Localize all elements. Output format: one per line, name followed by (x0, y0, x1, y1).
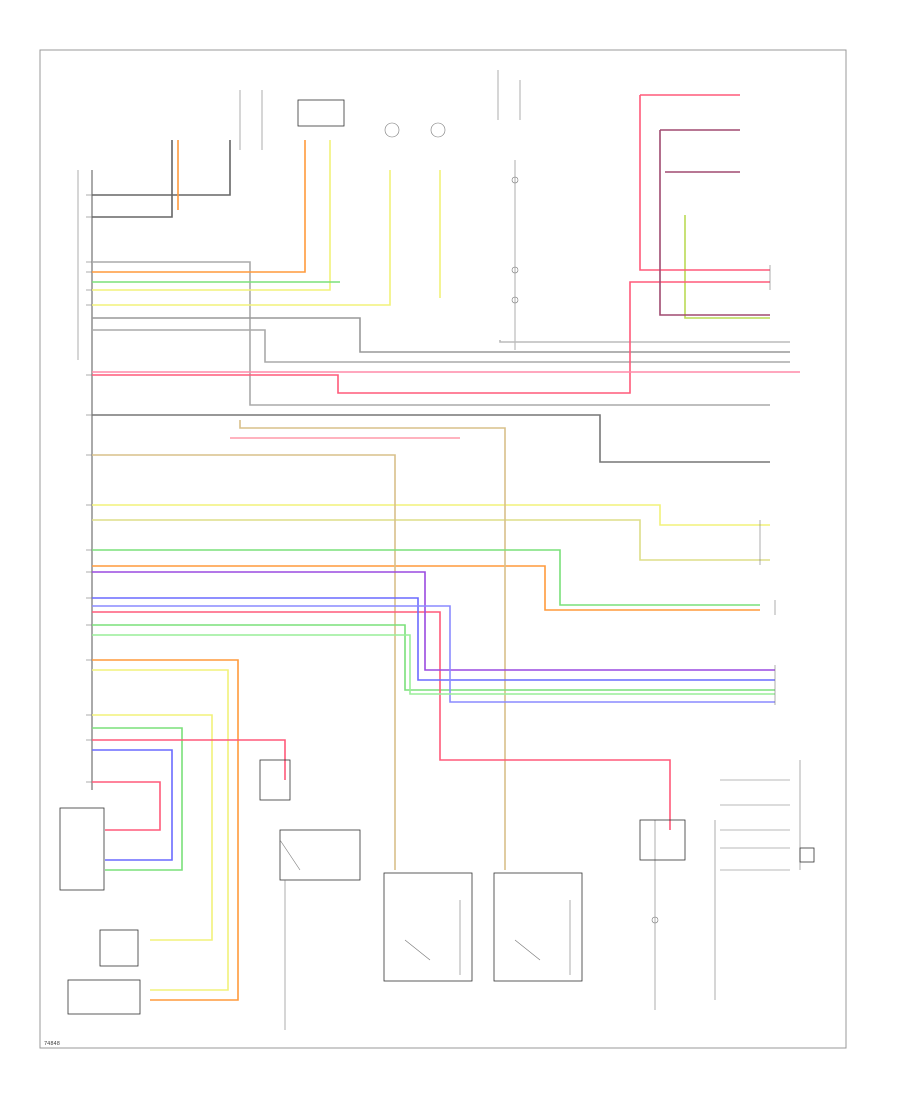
wire-green-4 (92, 727, 183, 871)
side-sensor-box (67, 979, 141, 1015)
wire-black-2 (92, 140, 173, 218)
left-sensor-box (383, 872, 473, 982)
wire-blue-2 (92, 605, 775, 703)
diagram-border (39, 49, 847, 1049)
left-lower-connector (59, 807, 105, 891)
buckle-switch-box (279, 829, 361, 881)
wire-blue-3 (92, 749, 173, 861)
wire-yellow-6 (92, 669, 229, 991)
pin-ticks (86, 194, 92, 783)
occupant-module-box (99, 929, 139, 967)
wire-yellowgreen-1 (684, 215, 770, 319)
wire-black-1 (92, 140, 231, 196)
right-sensor-box (493, 872, 583, 982)
wire-harness (92, 94, 800, 1001)
wire-blue-1 (92, 597, 775, 681)
wire-gray-4 (499, 340, 790, 343)
wire-red-1 (92, 281, 770, 394)
wire-black-3 (92, 414, 770, 463)
wire-green-3 (92, 624, 775, 691)
top-components (239, 70, 521, 350)
wire-yellow-4 (92, 519, 770, 561)
wire-pink-2 (92, 611, 671, 830)
wire-tan-2 (239, 420, 506, 870)
right-terminals (720, 265, 815, 871)
wire-lightgreen-1 (92, 634, 775, 695)
wire-pink-3 (92, 739, 286, 780)
control-module-connector (77, 170, 93, 790)
wire-green-2 (92, 549, 760, 606)
wire-gray-3 (92, 329, 790, 363)
wire-yellow-2 (92, 170, 391, 306)
wire-tan-1 (92, 454, 396, 870)
diagram-id: 74848 (44, 1041, 60, 1047)
bottom-components (59, 759, 716, 1030)
wire-orange-1 (92, 140, 306, 273)
wire-gray-2 (92, 317, 790, 353)
seat-sensor-box (259, 759, 291, 801)
wire-yellow-5 (92, 714, 213, 941)
wire-orange-3 (92, 659, 239, 1001)
wire-orange-2 (92, 565, 760, 611)
wire-violet-3 (659, 130, 770, 316)
wire-yellow-3 (92, 504, 770, 526)
wire-gray-1 (92, 261, 770, 406)
wire-violet-1 (92, 571, 775, 671)
wire-pink-4 (92, 781, 161, 831)
wire-yellow-1 (92, 140, 331, 291)
wire-red-2 (639, 95, 770, 271)
